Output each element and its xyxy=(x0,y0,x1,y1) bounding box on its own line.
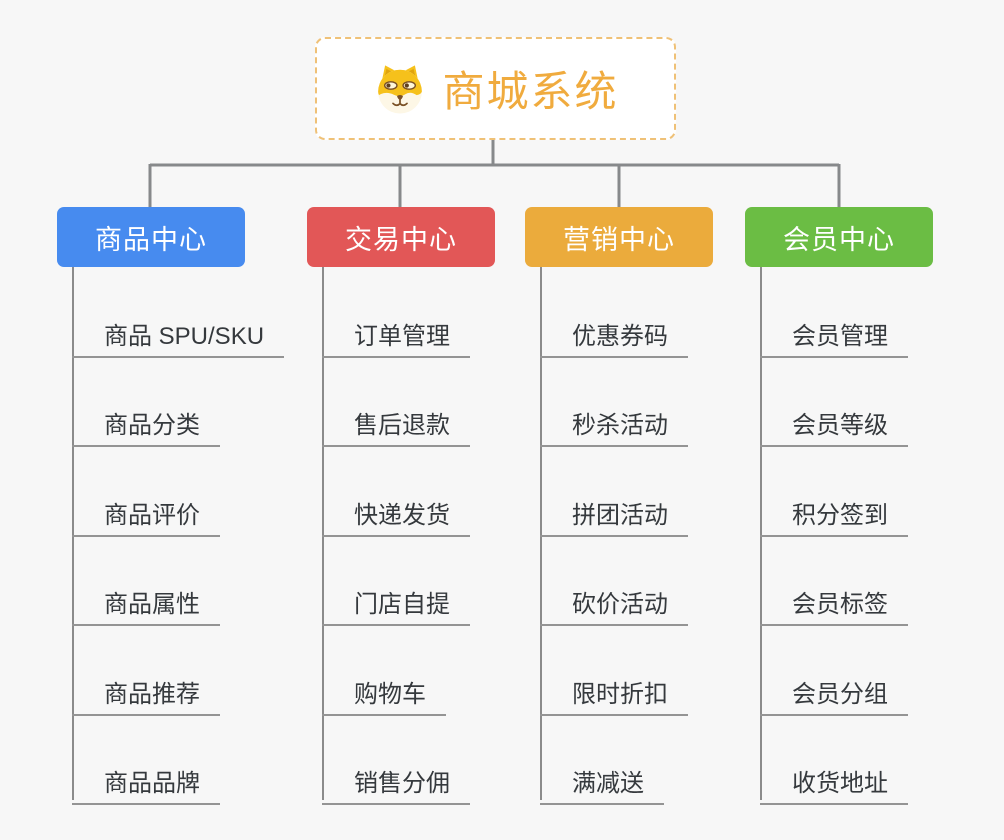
root-topic-title: 商城系统 xyxy=(442,68,619,115)
branch-spine xyxy=(540,267,542,800)
leaf-topic[interactable]: 商品 SPU/SKU xyxy=(72,307,285,358)
branch-header-member-center[interactable]: 会员中心 xyxy=(745,207,933,267)
branch-header-marketing-center[interactable]: 营销中心 xyxy=(525,207,713,267)
leaf-topic[interactable]: 商品品牌 xyxy=(72,754,220,805)
leaf-topic[interactable]: 砍价活动 xyxy=(540,575,688,626)
leaf-topic[interactable]: 商品评价 xyxy=(72,486,220,537)
leaf-topic[interactable]: 会员标签 xyxy=(760,575,908,626)
leaf-topic[interactable]: 优惠券码 xyxy=(540,307,688,358)
branch-spine xyxy=(322,267,324,800)
leaf-topic[interactable]: 销售分佣 xyxy=(322,754,470,805)
leaf-topic[interactable]: 商品属性 xyxy=(72,575,220,626)
branch-header-product-center[interactable]: 商品中心 xyxy=(57,207,245,267)
leaf-topic[interactable]: 商品推荐 xyxy=(72,665,220,716)
branch-spine xyxy=(760,267,762,800)
leaf-topic[interactable]: 快递发货 xyxy=(322,486,470,537)
leaf-topic[interactable]: 拼团活动 xyxy=(540,486,688,537)
leaf-topic[interactable]: 购物车 xyxy=(322,665,446,716)
leaf-topic[interactable]: 满减送 xyxy=(540,754,664,805)
leaf-topic[interactable]: 订单管理 xyxy=(322,307,470,358)
leaf-topic[interactable]: 秒杀活动 xyxy=(540,396,688,447)
branch-header-trade-center[interactable]: 交易中心 xyxy=(307,207,495,267)
leaf-topic[interactable]: 限时折扣 xyxy=(540,665,688,716)
leaf-topic[interactable]: 收货地址 xyxy=(760,754,908,805)
leaf-topic[interactable]: 积分签到 xyxy=(760,486,908,537)
branch-spine xyxy=(72,267,74,800)
leaf-topic[interactable]: 会员分组 xyxy=(760,665,908,716)
leaf-topic[interactable]: 门店自提 xyxy=(322,575,470,626)
root-topic[interactable]: 商城系统 xyxy=(315,37,676,140)
leaf-topic[interactable]: 会员管理 xyxy=(760,307,908,358)
leaf-topic[interactable]: 售后退款 xyxy=(322,396,470,447)
shiba-dog-icon xyxy=(378,64,423,113)
leaf-topic[interactable]: 会员等级 xyxy=(760,396,908,447)
leaf-topic[interactable]: 商品分类 xyxy=(72,396,220,447)
